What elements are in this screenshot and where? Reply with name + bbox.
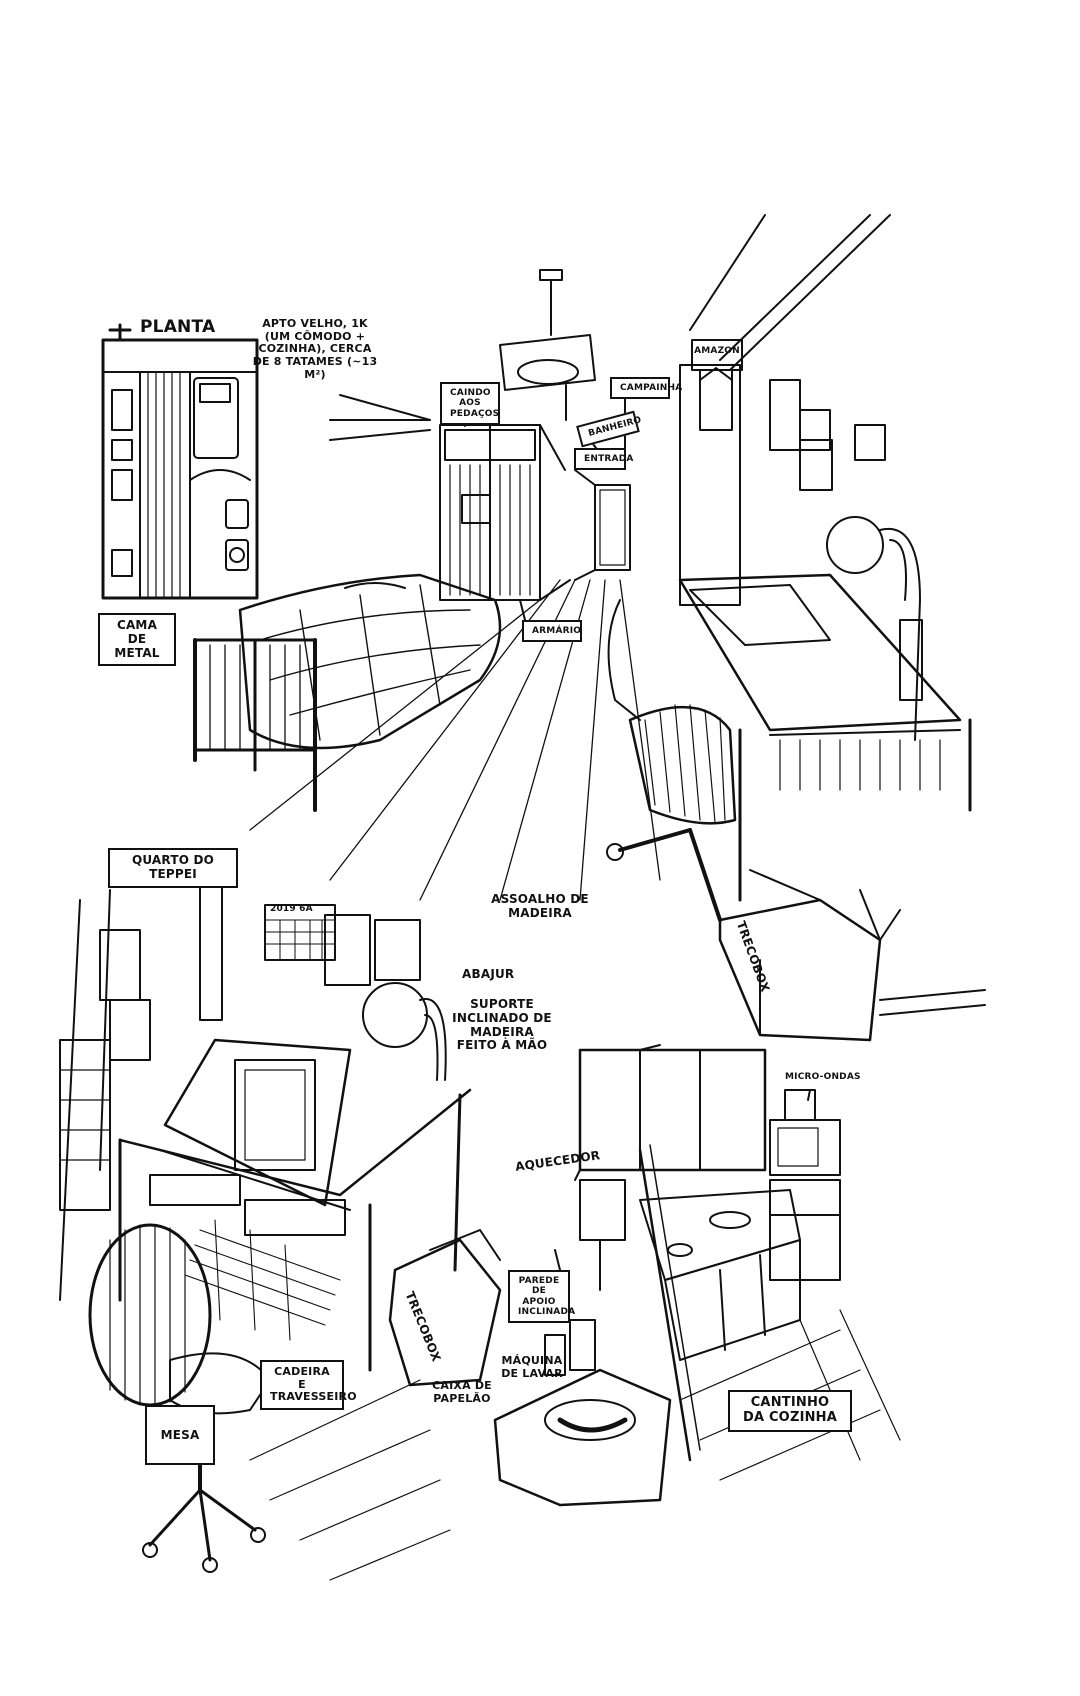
label-parede-de-apoio: PAREDE DE APOIO INCLINADA (508, 1270, 575, 1324)
label-armario: ARMÁRIO (522, 620, 582, 643)
floor-plan (101, 323, 259, 600)
label-planta: PLANTA (140, 317, 216, 337)
label-quarto-do-teppei: QUARTO DO TEPPEI (108, 848, 238, 888)
main-room-scene (193, 214, 986, 1042)
desk-scene (59, 879, 502, 1581)
label-cantinho-da-cozinha: CANTINHO DA COZINHA (728, 1390, 852, 1432)
label-entrada: ENTRADA (574, 448, 633, 471)
label-campainha: CAMPAINHA (610, 377, 682, 400)
label-caindo-aos-pedacos: CAINDO AOS PEDAÇOS (440, 382, 500, 426)
calendar-text: 2019 6A (270, 904, 313, 914)
label-suporte-inclinado: SUPORTE INCLINADO DE MADEIRA FEITO À MÃO (452, 997, 552, 1053)
label-cadeira-e-travesseiro: CADEIRA E TRAVESSEIRO (260, 1360, 357, 1410)
label-mesa: MESA (145, 1405, 215, 1465)
label-cama-de-metal: CAMA DE METAL (98, 613, 176, 667)
label-caixa-de-papelao: CAIXA DE PAPELÃO (432, 1379, 492, 1405)
label-amazon-box: amazon (694, 346, 740, 356)
label-maquina-de-lavar: MÁQUINA DE LAVAR (501, 1354, 563, 1380)
label-micro-ondas: MICRO-ONDAS (785, 1072, 861, 1082)
label-apartment-description: APTO VELHO, 1K (UM CÔMODO + COZINHA), CE… (252, 317, 378, 381)
label-abajur: ABAJUR (462, 967, 515, 981)
label-assoalho-de-madeira: ASSOALHO DE MADEIRA (491, 892, 589, 920)
kitchen-scene (493, 1044, 901, 1507)
